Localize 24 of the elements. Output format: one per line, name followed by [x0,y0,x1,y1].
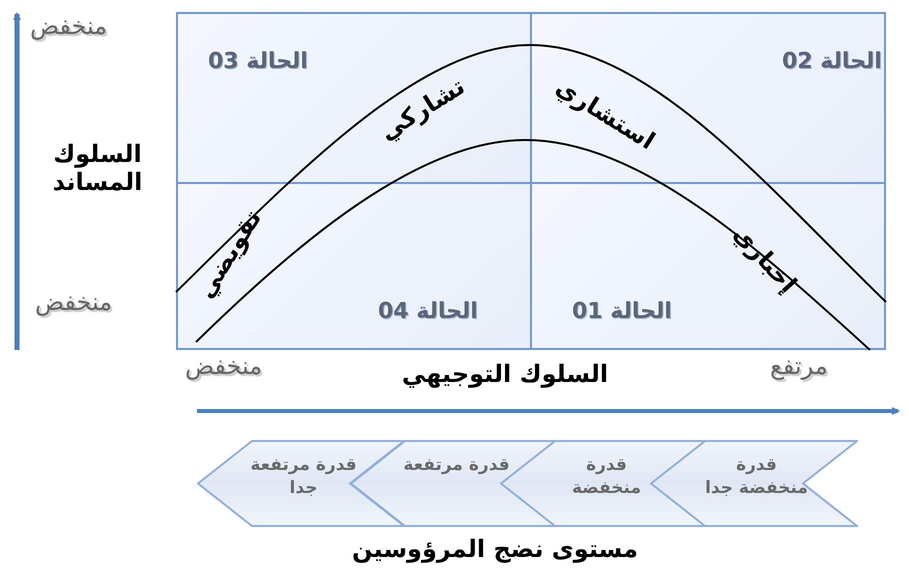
axis-value: منخفض [35,288,112,316]
ability-label: قدرة مرتفعة جدا [249,454,358,500]
ability-label: قدرة مرتفعة [402,454,511,477]
ability-label: قدرة منخفضة جدا [704,454,809,500]
style-label: تقويضي [191,204,268,304]
caption: مستوى نضج المرؤوسين [351,535,639,563]
style-label: تشاركي [374,72,470,146]
case-label: الحالة 04 [378,299,478,324]
chevron-panel [197,440,405,527]
axis-value: مرتفع [770,352,828,380]
case-label: الحالة 02 [782,49,882,74]
case-label: الحالة 03 [208,49,308,74]
axis-value: منخفض [30,12,108,40]
quadrant-panel [176,12,532,184]
ability-label: قدرة منخفضة [570,454,642,500]
case-label: الحالة 01 [572,299,672,324]
axis-value: منخفض [185,352,262,380]
chevron-panel [650,440,858,527]
axis-title: السلوك المساند [52,140,144,196]
style-label: استشاري [551,72,660,156]
axis-title: السلوك التوجيهي [400,360,610,388]
quadrant-panel [530,12,886,184]
quadrant-panel [530,182,886,350]
quadrant-panel [176,182,532,350]
